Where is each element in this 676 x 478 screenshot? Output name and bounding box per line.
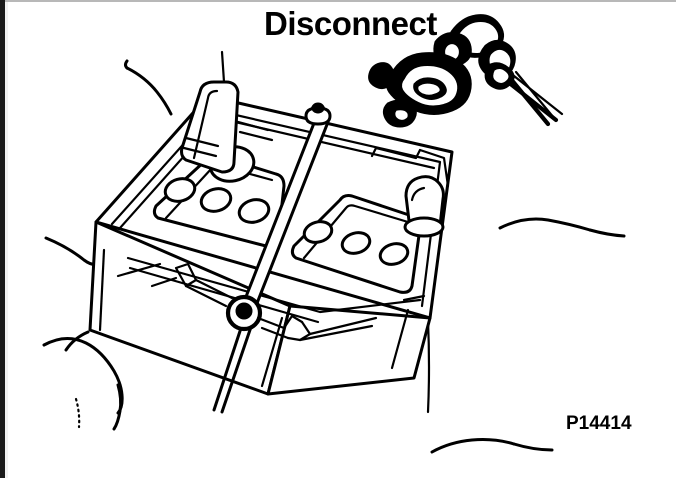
disconnect-label: Disconnect xyxy=(264,5,437,42)
vent-cap-4 xyxy=(302,220,334,244)
vent-cap-5 xyxy=(340,231,372,255)
vent-cap-1 xyxy=(163,177,197,203)
hold-down-rod-assembly xyxy=(174,102,378,414)
figure-code-label: P14414 xyxy=(566,413,632,434)
terminal-clamp-detail-callout xyxy=(368,14,564,128)
positive-terminal-collar xyxy=(403,216,445,238)
vent-cap-6 xyxy=(378,242,410,266)
positive-terminal-assembly xyxy=(370,146,450,238)
vent-cap-2 xyxy=(199,187,233,213)
scan-edge-strip xyxy=(0,0,5,478)
battery-tray xyxy=(64,262,426,352)
scan-edge-inner-margin xyxy=(5,0,8,478)
vent-cap-3 xyxy=(237,198,271,224)
scan-top-rule xyxy=(5,0,676,2)
negative-terminal-assembly xyxy=(180,50,274,183)
